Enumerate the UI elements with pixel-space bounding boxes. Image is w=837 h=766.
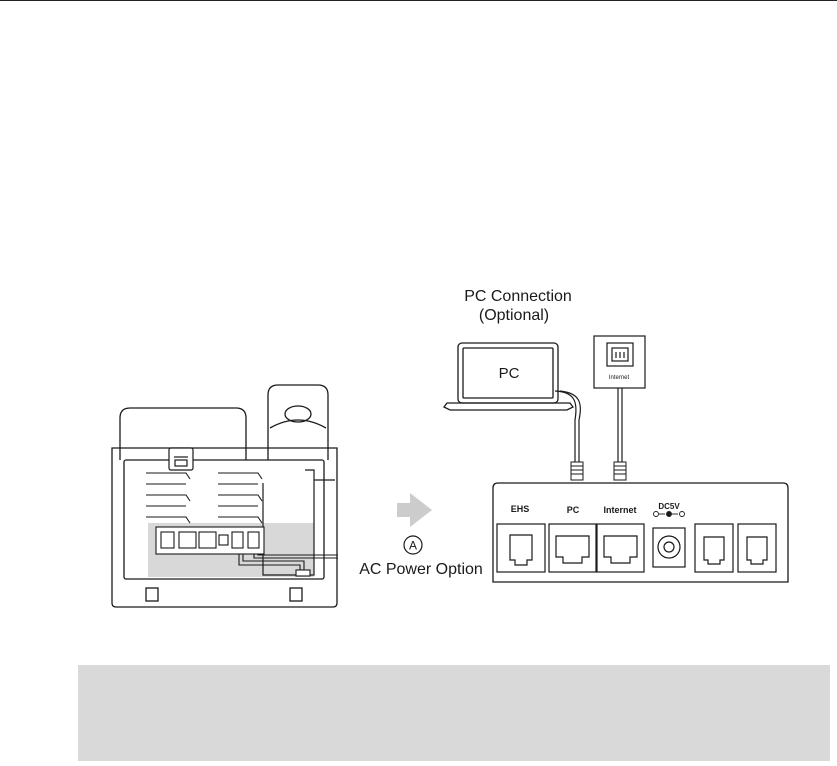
- dc-polarity-icon: [653, 511, 685, 517]
- pc-connection-title: PC Connection: [464, 288, 572, 305]
- pc-port: [548, 523, 597, 573]
- arrow-right-icon: [397, 493, 432, 527]
- callout-label: AC Power Option: [359, 561, 483, 578]
- port-panel: [492, 482, 789, 583]
- usb-icon: [168, 447, 194, 471]
- handset-port-1: [694, 523, 734, 573]
- pc-cable-connector: [570, 461, 584, 481]
- laptop-icon: [443, 342, 574, 411]
- callout-marker: A: [409, 539, 417, 553]
- laptop-label: PC: [499, 365, 520, 382]
- ehs-port: [496, 523, 546, 573]
- phone-rear-ports: [155, 526, 265, 555]
- dc-power-port: [652, 527, 686, 568]
- note-box: [78, 665, 830, 761]
- pc-cable-outer: [559, 390, 581, 462]
- pc-connection-optional: (Optional): [479, 307, 549, 324]
- callout-marker-circle: [403, 535, 423, 555]
- internet-wall-jack: [593, 335, 646, 389]
- wall-jack-label: Internet: [609, 375, 630, 381]
- port-label-dc: DC5V: [658, 502, 680, 511]
- phone-cables: [238, 554, 338, 577]
- top-rule: [0, 0, 837, 1]
- handset-port-2: [737, 523, 777, 573]
- internet-port: [596, 523, 645, 573]
- pc-cable: [554, 390, 577, 462]
- phone-slots: [146, 472, 263, 524]
- internet-cable-connector: [613, 461, 627, 481]
- phone-rear-view: [111, 384, 338, 608]
- port-label-ehs: EHS: [511, 504, 530, 514]
- port-label-pc: PC: [567, 505, 580, 515]
- port-label-internet: Internet: [603, 505, 636, 515]
